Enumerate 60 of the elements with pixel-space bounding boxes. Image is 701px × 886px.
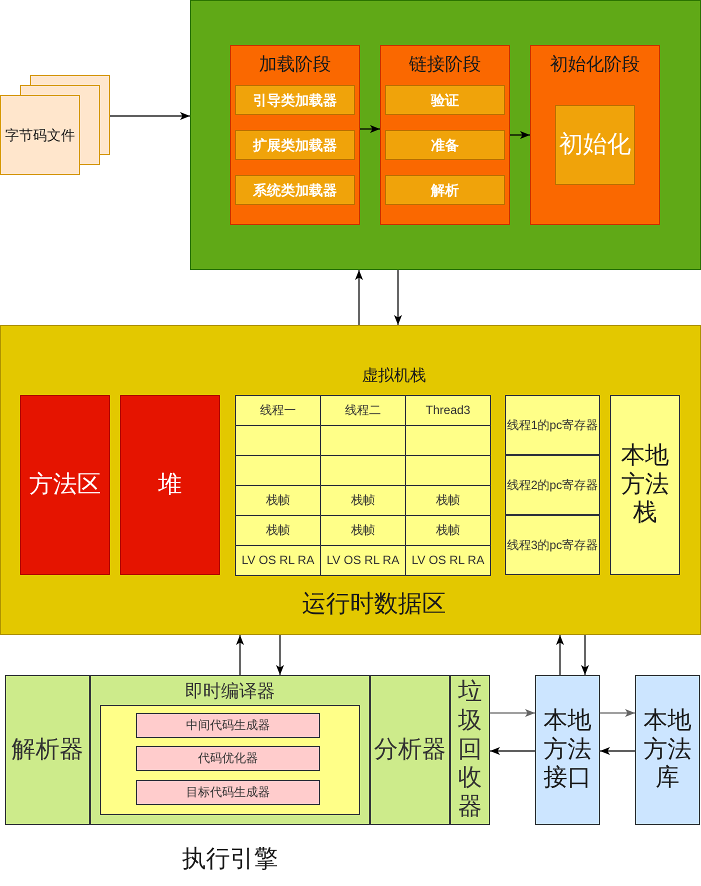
arrow [556, 635, 564, 675]
table-cell: 栈帧 [235, 485, 321, 516]
step-box: 系统类加载器 [235, 175, 355, 205]
container-box [190, 0, 701, 270]
area-title: 运行时数据区 [302, 590, 446, 620]
table-cell: 栈帧 [405, 485, 491, 516]
table-cell: LV OS RL RA [320, 545, 406, 576]
stage-title: 初始化阶段 [550, 54, 640, 76]
step-box: 解析 [385, 175, 505, 205]
module-box: 垃圾回收器 [450, 675, 490, 825]
arrow [355, 270, 363, 325]
module-box: 本地方法库 [635, 675, 700, 825]
arrow [581, 635, 589, 675]
module-box [90, 675, 370, 825]
container-box [100, 705, 360, 815]
register-box: 线程1的pc寄存器 [505, 395, 600, 455]
arrow [360, 125, 380, 133]
stage-box [380, 45, 510, 225]
step-box: 准备 [385, 130, 505, 160]
stage-title: 加载阶段 [259, 54, 331, 76]
arrow [490, 709, 535, 717]
module-box: 分析器 [370, 675, 450, 825]
arrow [236, 635, 244, 675]
step-box: 验证 [385, 85, 505, 115]
table-cell: 栈帧 [405, 515, 491, 546]
register-box: 线程3的pc寄存器 [505, 515, 600, 575]
table-cell: 线程二 [320, 395, 406, 426]
arrow [490, 747, 535, 755]
memory-box: 堆 [120, 395, 220, 575]
table-cell: 栈帧 [235, 515, 321, 546]
step-box: 引导类加载器 [235, 85, 355, 115]
module-box: 解析器 [5, 675, 90, 825]
table-cell: 栈帧 [320, 485, 406, 516]
table-cell: LV OS RL RA [235, 545, 321, 576]
step-box: 代码优化器 [136, 746, 320, 771]
arrow [600, 709, 635, 717]
table-heading: 虚拟机栈 [362, 366, 426, 386]
step-box: 初始化 [555, 105, 635, 185]
arrow [276, 635, 284, 675]
step-box: 目标代码生成器 [136, 780, 320, 805]
arrow [510, 131, 530, 139]
arrow [600, 747, 635, 755]
table-cell: LV OS RL RA [405, 545, 491, 576]
memory-box: 方法区 [20, 395, 110, 575]
arrow [110, 112, 190, 120]
step-box: 中间代码生成器 [136, 713, 320, 738]
table-cell: 栈帧 [320, 515, 406, 546]
memory-box: 本地方法栈 [610, 395, 680, 575]
module-title: 即时编译器 [185, 681, 275, 703]
area-panel [0, 325, 701, 635]
register-box: 线程2的pc寄存器 [505, 455, 600, 515]
module-box: 本地方法接口 [535, 675, 600, 825]
stage-box [530, 45, 660, 225]
table-cell: Thread3 [405, 395, 491, 426]
stage-box [230, 45, 360, 225]
step-box: 扩展类加载器 [235, 130, 355, 160]
stage-title: 链接阶段 [409, 54, 481, 76]
group-caption: 执行引擎 [182, 846, 278, 874]
arrow [394, 270, 402, 325]
table-cell: 线程一 [235, 395, 321, 426]
